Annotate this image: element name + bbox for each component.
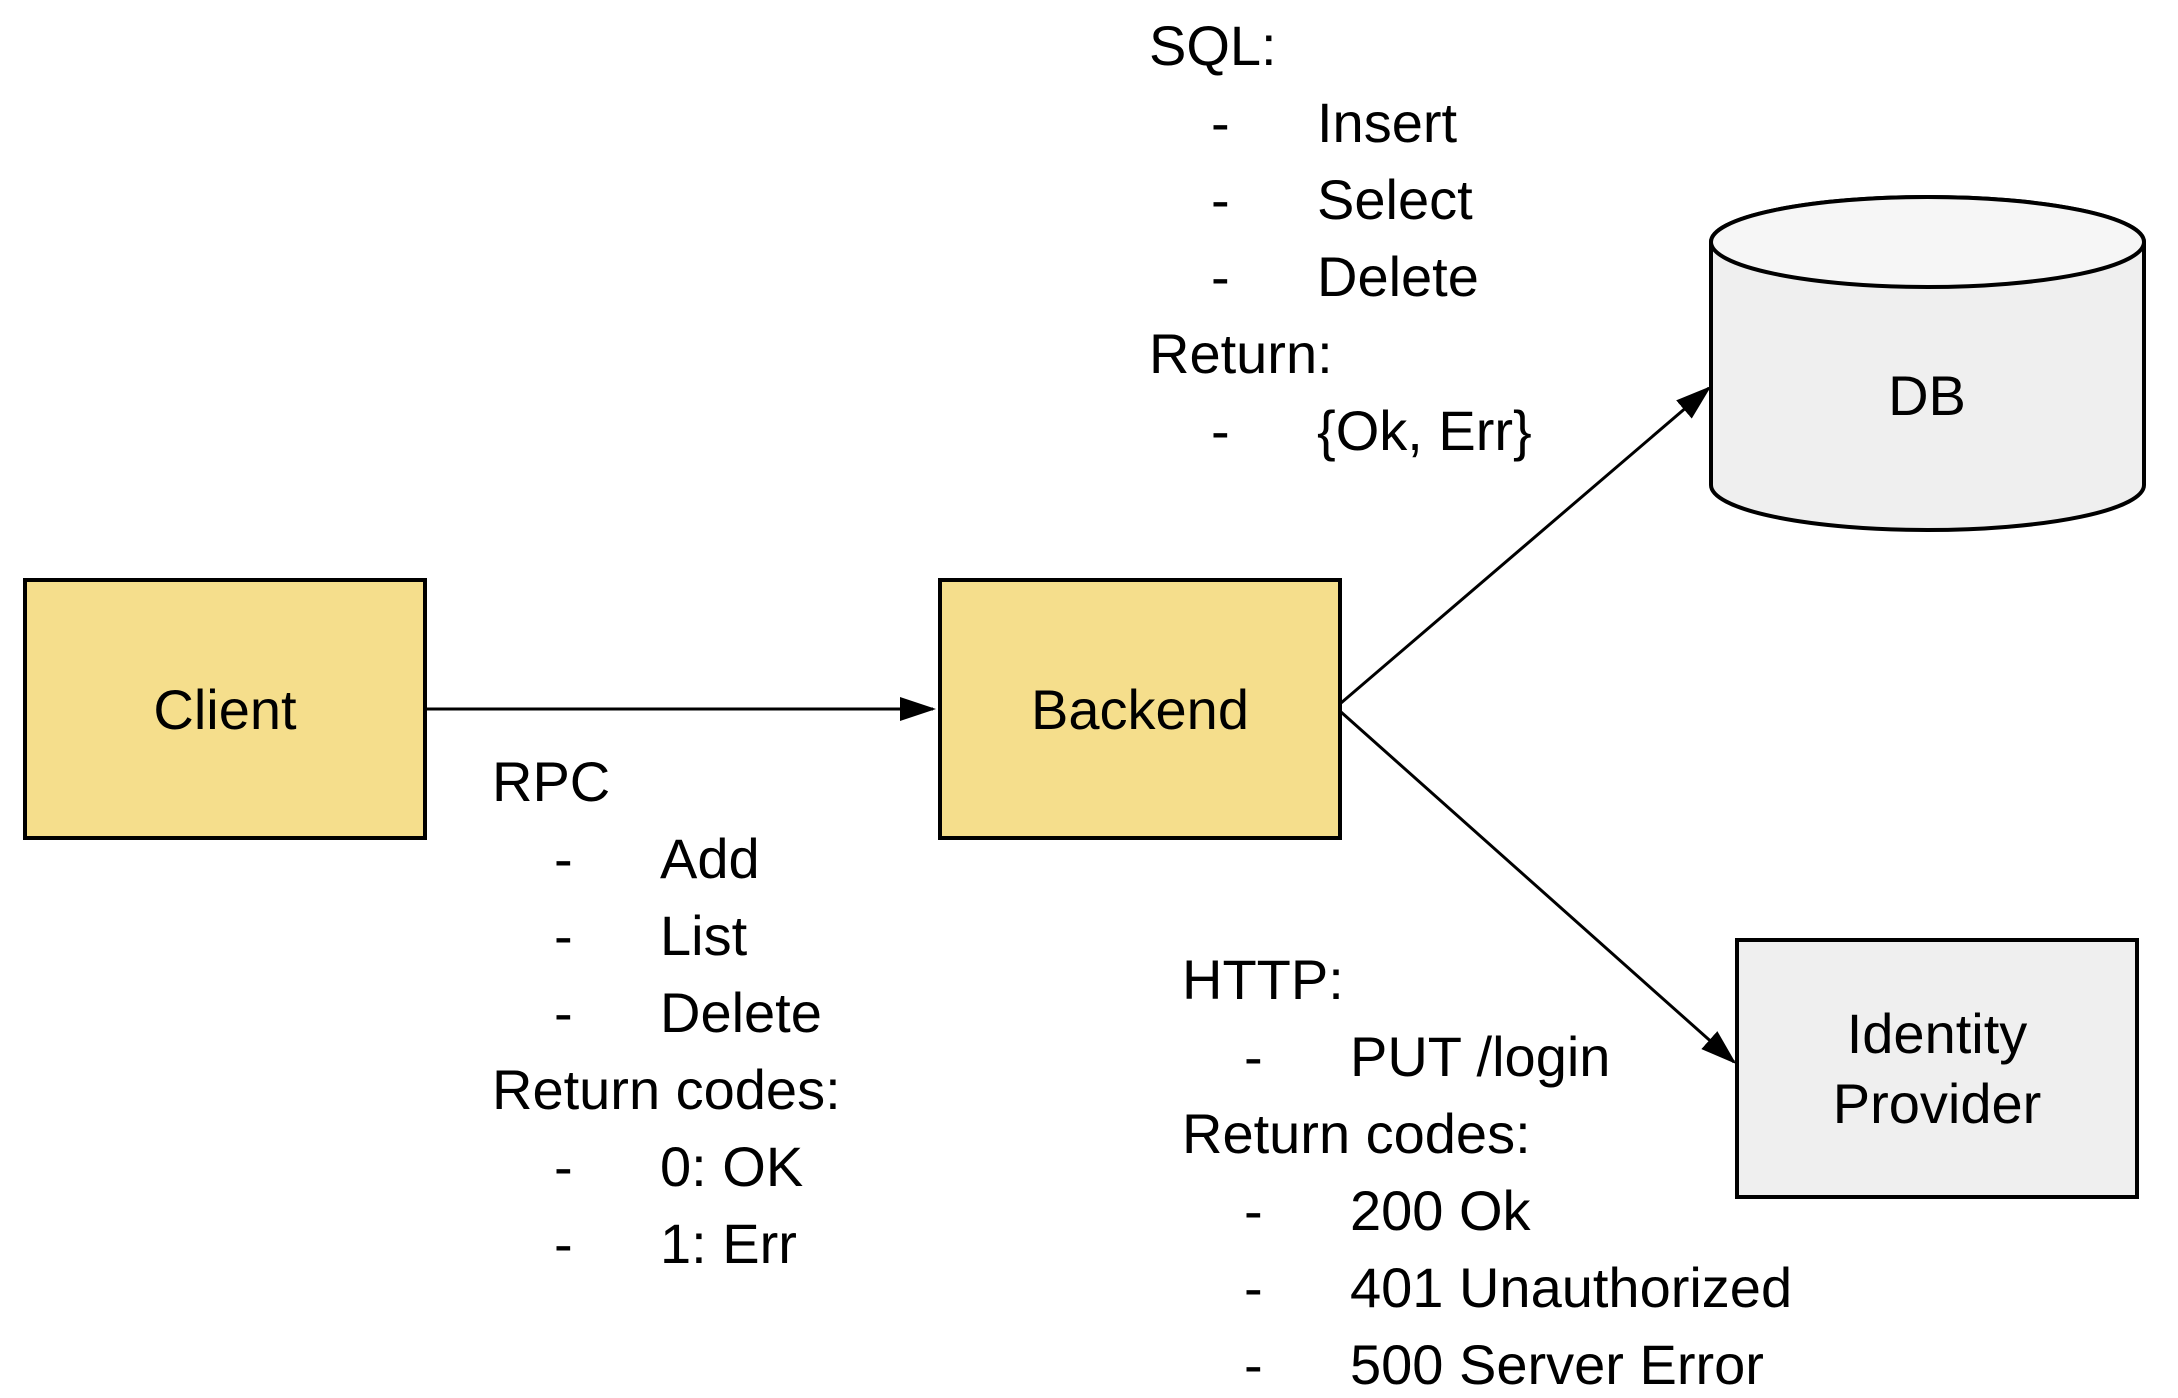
bullet-text: 401 Unauthorized	[1350, 1256, 1793, 1319]
annotation-http-item: - 500 Server Error	[1182, 1326, 1792, 1398]
identity-provider-label-line2: Provider	[1833, 1072, 2042, 1135]
bullet-text: 200 Ok	[1350, 1179, 1531, 1242]
annotation-http-header-text: HTTP:	[1182, 948, 1344, 1011]
identity-provider-node	[1735, 938, 2139, 1199]
annotation-rpc-item: - Delete	[492, 974, 841, 1051]
annotation-rpc-subheader-text: Return codes:	[492, 1058, 841, 1121]
annotation-rpc-header: RPC	[492, 743, 841, 820]
annotation-sql-header: SQL:	[1149, 7, 1532, 84]
annotation-sql-subheader: Return:	[1149, 315, 1532, 392]
db-cylinder-node	[1709, 195, 2146, 532]
bullet-dash: -	[1244, 1256, 1263, 1319]
bullet-dash: -	[554, 827, 573, 890]
backend-node	[938, 578, 1342, 840]
annotation-rpc-item: - Add	[492, 820, 841, 897]
bullet-text: Delete	[660, 981, 822, 1044]
annotation-sql-item: - Delete	[1149, 238, 1532, 315]
bullet-dash: -	[554, 981, 573, 1044]
bullet-dash: -	[554, 1212, 573, 1275]
edge-backend-identity-provider	[1340, 710, 1737, 1064]
annotation-sql-subheader-text: Return:	[1149, 322, 1333, 385]
bullet-text: Delete	[1317, 245, 1479, 308]
annotation-sql-item: - Insert	[1149, 84, 1532, 161]
bullet-dash: -	[1211, 91, 1230, 154]
edge-backend-db	[1340, 386, 1712, 705]
annotation-http: HTTP: -PUT /login Return codes: -200 Ok …	[1182, 941, 1792, 1398]
annotation-http-item: - PUT /login	[1182, 1018, 1792, 1095]
annotation-sql-item: - Select	[1149, 161, 1532, 238]
bullet-text: PUT /login	[1350, 1025, 1611, 1088]
annotation-rpc-subheader: Return codes:	[492, 1051, 841, 1128]
annotation-sql-header-text: SQL:	[1149, 14, 1277, 77]
annotation-http-subheader: Return codes:	[1182, 1095, 1792, 1172]
bullet-dash: -	[1244, 1333, 1263, 1396]
annotation-sql-item: - {Ok, Err}	[1149, 392, 1532, 469]
backend-node-label: Backend	[1031, 678, 1249, 741]
bullet-dash: -	[1211, 399, 1230, 462]
annotation-rpc: RPC - Add - List - Delete Return codes: - 0:…	[492, 743, 841, 1282]
identity-provider-label-line1: Identity	[1847, 1002, 2028, 1065]
annotation-rpc-header-text: RPC	[492, 750, 611, 813]
client-node	[23, 578, 427, 840]
annotation-sql: SQL: - Insert - Select - Delete Return: - {O…	[1149, 7, 1532, 469]
annotation-http-item: - 200 Ok	[1182, 1172, 1792, 1249]
db-cylinder-top	[1709, 195, 2146, 289]
client-node-label: Client	[153, 678, 297, 741]
bullet-dash: -	[1211, 245, 1230, 308]
annotation-rpc-item: - 1: Err	[492, 1205, 841, 1282]
db-node-label: DB	[1888, 364, 1966, 427]
bullet-dash: -	[1211, 168, 1230, 231]
annotation-rpc-item: - 0: OK	[492, 1128, 841, 1205]
bullet-text: {Ok, Err}	[1317, 399, 1532, 462]
bullet-dash: -	[554, 1135, 573, 1198]
bullet-text: 0: OK	[660, 1135, 804, 1198]
bullet-text: 500 Server Error	[1350, 1333, 1764, 1396]
annotation-http-item: - 401 Unauthorized	[1182, 1249, 1792, 1326]
bullet-text: Insert	[1317, 91, 1458, 154]
annotation-http-subheader-text: Return codes:	[1182, 1102, 1531, 1165]
annotation-http-header: HTTP:	[1182, 941, 1792, 1018]
annotation-rpc-item: - List	[492, 897, 841, 974]
bullet-text: Select	[1317, 168, 1473, 231]
bullet-text: List	[660, 904, 748, 967]
bullet-text: Add	[660, 827, 760, 890]
bullet-text: 1: Err	[660, 1212, 797, 1275]
bullet-dash: -	[554, 904, 573, 967]
bullet-dash: -	[1244, 1025, 1263, 1088]
bullet-dash: -	[1244, 1179, 1263, 1242]
